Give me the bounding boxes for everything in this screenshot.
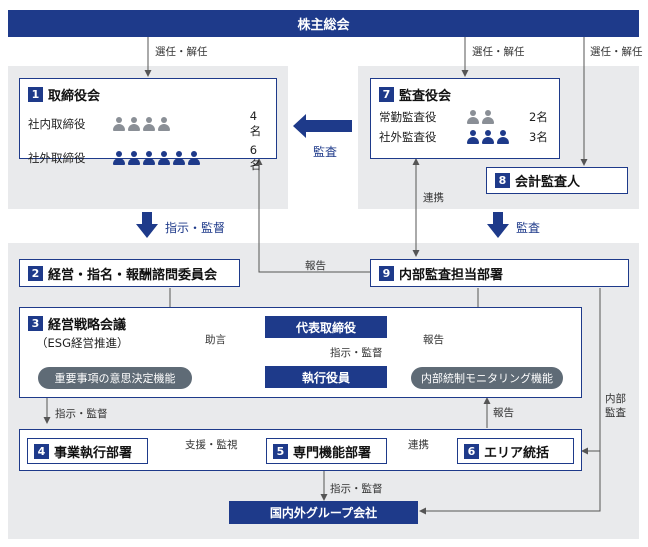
person-icon xyxy=(158,117,171,131)
accountant-box: 8 会計監査人 xyxy=(486,167,628,194)
member-count: 6名 xyxy=(249,143,262,172)
person-icon xyxy=(143,151,156,165)
advisory-committee-box: 2 経営・指名・報酬諮問委員会 xyxy=(19,259,240,287)
number-badge: 6 xyxy=(464,443,479,459)
board-member-row: 社内取締役 4名 xyxy=(28,109,268,139)
label-cooperation-2: 連携 xyxy=(408,439,429,451)
label-direct-3: 指示・監督 xyxy=(55,408,108,420)
exec-dept-box: 4 事業執行部署 xyxy=(27,438,148,464)
label-advice: 助言 xyxy=(205,334,226,346)
person-icon xyxy=(467,130,479,144)
person-icon xyxy=(113,117,126,131)
audit-title-text: 監査役会 xyxy=(399,89,452,104)
label-report-3: 報告 xyxy=(493,407,514,419)
monitoring-function-pill: 内部統制モニタリング機能 xyxy=(411,367,563,389)
label-direct-4: 指示・監督 xyxy=(330,483,383,495)
person-icon xyxy=(143,117,156,131)
label-elect-mid: 選任・解任 xyxy=(472,46,525,58)
audit-member-row: 常勤監査役 2名 xyxy=(379,109,551,125)
label-elect-right: 選任・解任 xyxy=(590,46,643,58)
person-icon xyxy=(113,151,126,165)
exec-dept-title: 事業執行部署 xyxy=(54,445,133,461)
board-member-row: 社外取締役 6名 xyxy=(28,143,268,173)
number-badge: 7 xyxy=(379,87,394,102)
internal-audit-title: 内部監査担当部署 xyxy=(399,267,504,283)
number-badge: 4 xyxy=(34,443,49,459)
number-badge: 3 xyxy=(28,316,43,331)
area-title: エリア統括 xyxy=(484,445,550,461)
label-direct-main: 指示・監督 xyxy=(165,221,226,235)
strategy-title: 経営戦略会議 xyxy=(48,318,127,333)
label-audit-left: 監査 xyxy=(313,145,338,159)
label-elect-left: 選任・解任 xyxy=(155,46,208,58)
number-badge: 8 xyxy=(495,173,510,188)
audit-title: 7 監査役会 xyxy=(379,85,551,104)
person-icon xyxy=(497,130,509,144)
shareholders-meeting-bar: 株主総会 xyxy=(8,10,639,37)
functional-dept-box: 5 専門機能部署 xyxy=(266,438,387,464)
label-audit-down: 監査 xyxy=(516,221,541,235)
member-type-label: 常勤監査役 xyxy=(379,110,437,124)
area-management-box: 6 エリア統括 xyxy=(457,438,574,464)
member-icons xyxy=(113,151,221,165)
decision-function-pill: 重要事項の意思決定機能 xyxy=(38,367,192,389)
executive-officers-box: 執行役員 xyxy=(265,366,387,388)
member-count: 2名 xyxy=(529,110,548,124)
committee-title: 経営・指名・報酬諮問委員会 xyxy=(48,267,218,283)
label-direct-2: 指示・監督 xyxy=(330,347,383,359)
audit-member-row: 社外監査役 3名 xyxy=(379,129,551,145)
person-icon xyxy=(128,151,141,165)
person-icon xyxy=(482,110,494,124)
member-type-label: 社内取締役 xyxy=(28,117,86,131)
person-icon xyxy=(467,110,479,124)
strategy-subtitle: （ESG経営推進） xyxy=(36,336,129,350)
person-icon xyxy=(173,151,186,165)
member-icons xyxy=(467,130,515,144)
member-count: 3名 xyxy=(529,130,548,144)
func-dept-title: 専門機能部署 xyxy=(293,445,372,461)
group-companies-box: 国内外グループ会社 xyxy=(229,501,418,524)
person-icon xyxy=(158,151,171,165)
person-icon xyxy=(128,117,141,131)
member-count: 4名 xyxy=(249,109,262,138)
label-cooperation-1: 連携 xyxy=(423,192,444,204)
number-badge: 5 xyxy=(273,443,288,459)
audit-board-box: 7 監査役会 常勤監査役 2名社外監査役 3名 xyxy=(370,78,560,159)
member-icons xyxy=(113,117,221,131)
board-title-text: 取締役会 xyxy=(48,89,101,104)
board-title: 1 取締役会 xyxy=(28,85,268,104)
person-icon xyxy=(188,151,201,165)
internal-audit-box: 9 内部監査担当部署 xyxy=(370,259,629,287)
board-of-directors-box: 1 取締役会 社内取締役 4名社外取締役 6名 xyxy=(19,78,277,172)
number-badge: 1 xyxy=(28,87,43,102)
member-icons xyxy=(467,110,515,124)
representative-director-box: 代表取締役 xyxy=(265,316,387,338)
person-icon xyxy=(482,130,494,144)
label-report-2: 報告 xyxy=(423,334,444,346)
number-badge: 2 xyxy=(28,265,43,281)
member-type-label: 社外取締役 xyxy=(28,151,86,165)
number-badge: 9 xyxy=(379,265,394,281)
member-type-label: 社外監査役 xyxy=(379,130,437,144)
label-internal-audit-side: 内部 監査 xyxy=(605,393,626,419)
label-support: 支援・監視 xyxy=(185,439,238,451)
label-report-1: 報告 xyxy=(305,260,326,272)
accountant-title: 会計監査人 xyxy=(515,175,581,190)
